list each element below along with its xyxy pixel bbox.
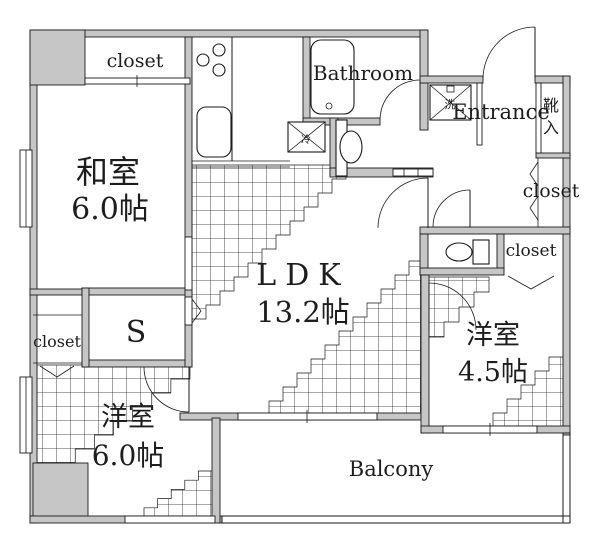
pillar-top-left (29, 29, 86, 86)
toilet-tank (472, 239, 490, 265)
wall-hall-row-top (419, 226, 571, 235)
balcony-edge-bottom (221, 515, 571, 524)
label-washer: 洗 (445, 98, 456, 111)
label-bathroom: Bathroom (313, 61, 413, 85)
label-closet-right: closet (523, 180, 580, 202)
wall-yoshitsu45-west (420, 274, 430, 434)
hall-door-arc (377, 177, 429, 229)
label-ldk-name: LDK (256, 258, 349, 293)
label-closet-sw: closet (33, 332, 81, 351)
label-closet-wc: closet (506, 241, 557, 261)
wall-bath-left (302, 36, 311, 126)
label-ldk-size: 13.2帖 (256, 295, 350, 329)
wall-balcony-west (211, 417, 221, 524)
stove-burner-3 (212, 63, 226, 77)
hatch-patch-4 (143, 470, 213, 518)
closet-wc-fold (507, 275, 555, 290)
toilet-bowl (445, 242, 473, 262)
wall-wc-closet-divider (496, 233, 505, 271)
label-yoshitsu45-size: 4.5帖 (458, 357, 528, 388)
label-yoshitsu45-name: 洋室 (466, 320, 520, 351)
window-ldk-south (237, 412, 378, 421)
hatch-patch-6 (428, 276, 490, 338)
wall-storage-left (81, 287, 90, 368)
wall-entrance-top-left (419, 75, 484, 84)
hatch-patch-1 (191, 164, 347, 320)
slider-washitsu-ldk (184, 236, 193, 291)
storage-door-chevron (191, 298, 202, 324)
label-washitsu-size: 6.0帖 (71, 192, 149, 227)
label-storage: S (126, 315, 147, 350)
interior-lines (33, 37, 542, 364)
storage-door-opening (184, 296, 193, 326)
fixtures (196, 39, 490, 265)
bathtub-drain (325, 102, 333, 110)
balcony-edge-right (562, 432, 571, 524)
wc-door-arc (432, 189, 471, 228)
label-yoshitsu6-name: 洋室 (101, 402, 155, 433)
wall-storage-bottom (81, 359, 193, 368)
yoshitsu6-door-arc (143, 366, 190, 413)
yoshitsu45-door-arc (428, 282, 477, 331)
refrigerator-cross (287, 121, 326, 153)
label-shoe-char1: 靴 (543, 96, 559, 115)
balcony-boundary (221, 432, 571, 524)
windows (19, 75, 538, 524)
front-door-arc (482, 26, 536, 80)
wall-washitsu-east (184, 36, 193, 238)
wall-row-bottom (419, 267, 505, 276)
closet-right-fold1 (529, 161, 539, 187)
wall-washitsu-south (29, 288, 86, 296)
hatch-patch-5 (492, 356, 564, 428)
closet-right-fold2 (529, 195, 539, 221)
label-entrance: Entrance (452, 100, 550, 124)
bathroom-door-arc (379, 79, 421, 121)
kitchen-sink (196, 106, 232, 158)
closet-sw-fold (39, 365, 75, 378)
label-washitsu-name: 和室 (76, 153, 140, 191)
washer-faucet (446, 85, 455, 93)
washer-cross (429, 84, 472, 121)
slider-closet-top (84, 77, 191, 85)
wall-shoe-bottom (535, 152, 571, 159)
slider-washroom (392, 168, 434, 177)
hatch-patch-2 (268, 260, 424, 416)
wall-top-main (29, 29, 428, 38)
label-yoshitsu6-size: 6.0帖 (92, 439, 165, 472)
shoe-cabinet-face (535, 82, 542, 154)
label-shoe-char2: 入 (543, 118, 559, 137)
doors (39, 26, 555, 413)
wall-storage-top (81, 287, 193, 296)
wall-right-main (562, 75, 571, 436)
genkan-step (476, 82, 483, 146)
label-balcony: Balcony (349, 457, 434, 481)
labels: closet 和室 6.0帖 Bathroom Entrance 靴 入 clo… (33, 50, 580, 481)
washbasin (339, 130, 363, 164)
stove-burner-2 (212, 43, 226, 57)
label-refrigerator: 冷 (301, 133, 311, 146)
bathtub (310, 39, 355, 115)
stove-burner-1 (196, 53, 210, 67)
label-closet-top: closet (107, 50, 164, 72)
pillar-bottom-left (32, 462, 89, 521)
window-yoshitsu6-south (124, 515, 216, 524)
